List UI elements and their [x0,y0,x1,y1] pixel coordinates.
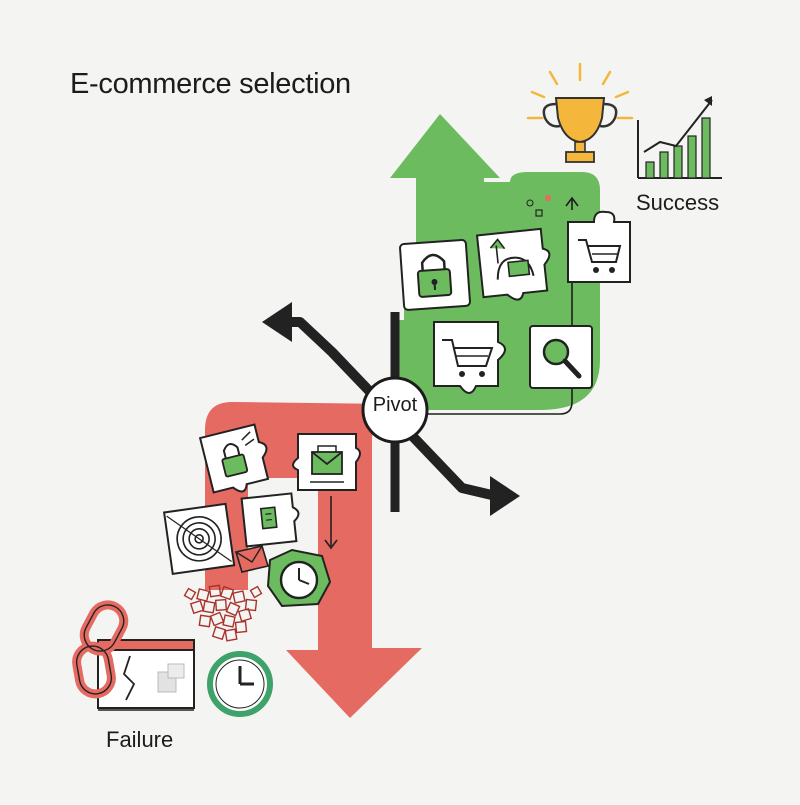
fingerprint-icon [162,502,236,575]
crumbling-grid-icon [183,584,263,642]
lock-icon [198,423,270,494]
failure-label: Failure [106,727,174,752]
clock-icon [207,651,273,717]
mail-icon [292,433,361,491]
success-label: Success [636,190,720,215]
lock-icon [399,238,471,311]
clock-icon [266,548,332,608]
down-arrow-mark [324,496,338,550]
shopping-cart-icon [433,321,506,394]
broken-link-icon [72,600,129,699]
diagram-title: E-commerce selection [70,68,351,100]
map-pin-icon [475,227,551,301]
failure-arrow [205,402,422,718]
growth-chart-icon [637,96,722,179]
trophy-icon [526,62,634,163]
document-icon [240,492,300,548]
shopping-cart-icon [567,210,631,283]
pivot-label: Pivot [372,394,418,416]
pivot-node [361,376,429,444]
magnifier-icon [529,325,593,389]
broken-mail-icon [234,545,270,573]
spark-marks [526,195,555,217]
